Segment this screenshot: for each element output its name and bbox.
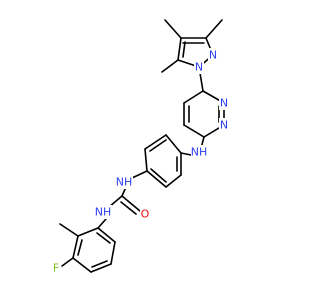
- nh-label-urea-lower: NH: [95, 206, 112, 219]
- bond: [110, 241, 116, 265]
- bond: [183, 90, 204, 104]
- bond: [146, 170, 167, 188]
- bond: [165, 134, 182, 154]
- bond: [149, 139, 167, 152]
- bond: [121, 195, 141, 212]
- bond: [77, 227, 99, 237]
- pyridazine-n2-label: N: [220, 119, 228, 132]
- bond: [144, 134, 167, 150]
- bond: [61, 257, 74, 267]
- bond: [59, 223, 79, 237]
- bond: [180, 152, 192, 156]
- bond: [183, 124, 205, 138]
- bond: [91, 260, 108, 268]
- nh-label-urea-upper: NH: [116, 176, 133, 189]
- bond: [205, 19, 223, 39]
- bond: [77, 239, 83, 256]
- bond: [144, 148, 148, 172]
- bond: [161, 59, 179, 73]
- bond: [97, 218, 107, 229]
- bonds: [59, 19, 225, 273]
- bond: [165, 174, 182, 188]
- pyrazole-n1-label: N: [195, 61, 203, 74]
- oxygen-label: O: [141, 208, 150, 221]
- bond: [182, 41, 186, 58]
- atom-labels: NH NH NH O F N N N N: [51, 48, 229, 275]
- pyrazole-n2-label: N: [209, 49, 217, 62]
- nh-label-pyridazinylamine: NH: [191, 146, 208, 159]
- bond: [131, 170, 148, 179]
- bond: [177, 37, 182, 61]
- bond: [90, 263, 112, 273]
- bond: [96, 232, 111, 244]
- bond: [120, 201, 137, 215]
- bond: [72, 235, 79, 259]
- bond: [97, 227, 116, 243]
- pyridazine-n1-label: N: [220, 97, 228, 110]
- molecule-structure: NH NH NH O F N N N N: [51, 19, 229, 275]
- fluorine-label: F: [53, 262, 59, 275]
- bond: [72, 257, 92, 273]
- bond: [150, 168, 167, 183]
- bond: [164, 19, 182, 39]
